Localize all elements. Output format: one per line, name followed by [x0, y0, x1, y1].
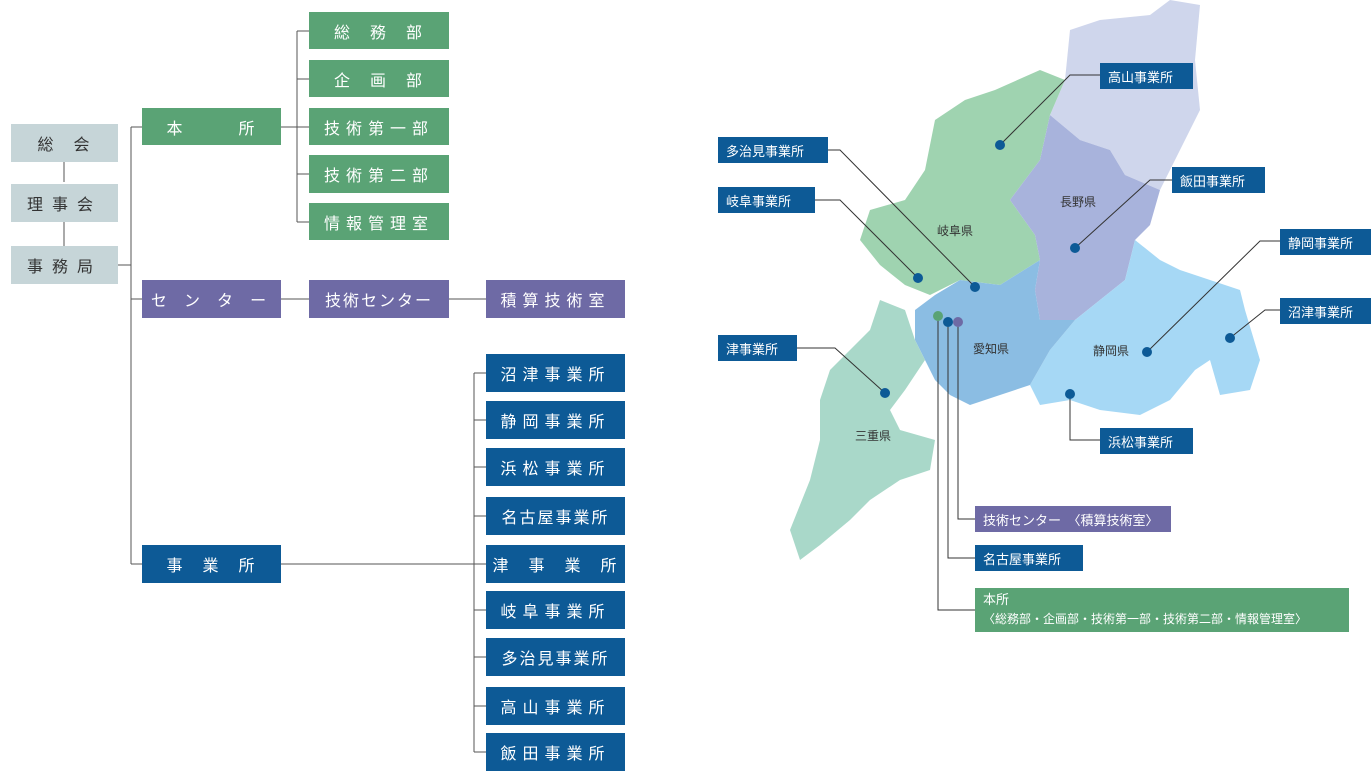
org-box-soukai: 総 会: [11, 124, 118, 162]
map-label-numazu: 沼津事業所: [1280, 298, 1371, 324]
dot-hamamatsu: [1065, 389, 1075, 399]
pref-gifu: 岐阜県: [937, 224, 974, 238]
dot-takayama: [995, 140, 1005, 150]
dot-honsho: [933, 311, 943, 321]
org-box-gijutsu-center: 技術センター: [309, 280, 449, 318]
map-label-shizuoka: 静岡事業所: [1280, 229, 1371, 255]
map-region-shizuoka: [1030, 240, 1260, 415]
dot-center: [953, 317, 963, 327]
office-tajimi: 多治見事業所: [486, 638, 625, 676]
dept-jouhou: 情報管理室: [309, 203, 449, 240]
dept-soumu: 総 務 部: [309, 12, 449, 49]
map-label-tajimi: 多治見事業所: [718, 137, 828, 163]
office-takayama: 高山事業所: [486, 687, 625, 725]
dot-nagoya: [943, 317, 953, 327]
dot-tsu: [880, 388, 890, 398]
map-label-takayama: 高山事業所: [1100, 63, 1193, 89]
map-label-honsho: 本所 〈総務部・企画部・技術第一部・技術第二部・情報管理室〉: [975, 588, 1349, 632]
org-box-jimukyoku: 事務局: [11, 246, 118, 284]
office-gifu: 岐阜事業所: [486, 591, 625, 629]
office-numazu: 沼津事業所: [486, 354, 625, 392]
dot-gifu: [913, 273, 923, 283]
pref-aichi: 愛知県: [973, 342, 1010, 356]
org-box-center: セ ン タ ー: [142, 280, 281, 318]
map-region-nagano: [1010, 115, 1160, 320]
map-region-mie: [790, 300, 935, 560]
dept-gijutsu-2: 技術第二部: [309, 155, 449, 193]
org-box-rijikai: 理事会: [11, 184, 118, 222]
map-label-hamamatsu: 浜松事業所: [1100, 428, 1193, 454]
office-shizuoka: 静岡事業所: [486, 401, 625, 439]
map-region-aichi: [915, 260, 1075, 405]
dot-shizuoka: [1142, 347, 1152, 357]
office-iida: 飯田事業所: [486, 733, 625, 771]
map-region-gifu: [860, 70, 1065, 295]
dot-iida: [1070, 243, 1080, 253]
map-label-iida: 飯田事業所: [1172, 167, 1265, 193]
pref-shizuoka: 静岡県: [1093, 344, 1130, 358]
dept-gijutsu-1: 技術第一部: [309, 108, 449, 145]
office-tsu: 津 事 業 所: [486, 545, 625, 583]
map-label-honsho-title: 本所: [983, 593, 1010, 608]
dot-numazu: [1225, 333, 1235, 343]
map-label-center: 技術センター 〈積算技術室〉: [975, 506, 1171, 532]
map-label-honsho-sub: 〈総務部・企画部・技術第一部・技術第二部・情報管理室〉: [983, 612, 1308, 626]
map-label-gifu: 岐阜事業所: [718, 187, 815, 213]
org-box-sekisan: 積算技術室: [486, 280, 625, 318]
map-label-tsu: 津事業所: [718, 335, 797, 361]
dot-tajimi: [970, 282, 980, 292]
office-hamamatsu: 浜松事業所: [486, 448, 625, 486]
map-label-nagoya: 名古屋事業所: [975, 545, 1083, 571]
org-box-honsho: 本 所: [142, 108, 281, 145]
org-box-jigyosho: 事 業 所: [142, 545, 281, 583]
pref-mie: 三重県: [855, 429, 892, 443]
pref-nagano: 長野県: [1060, 195, 1097, 209]
office-nagoya: 名古屋事業所: [486, 497, 625, 535]
dept-kikaku: 企 画 部: [309, 60, 449, 97]
